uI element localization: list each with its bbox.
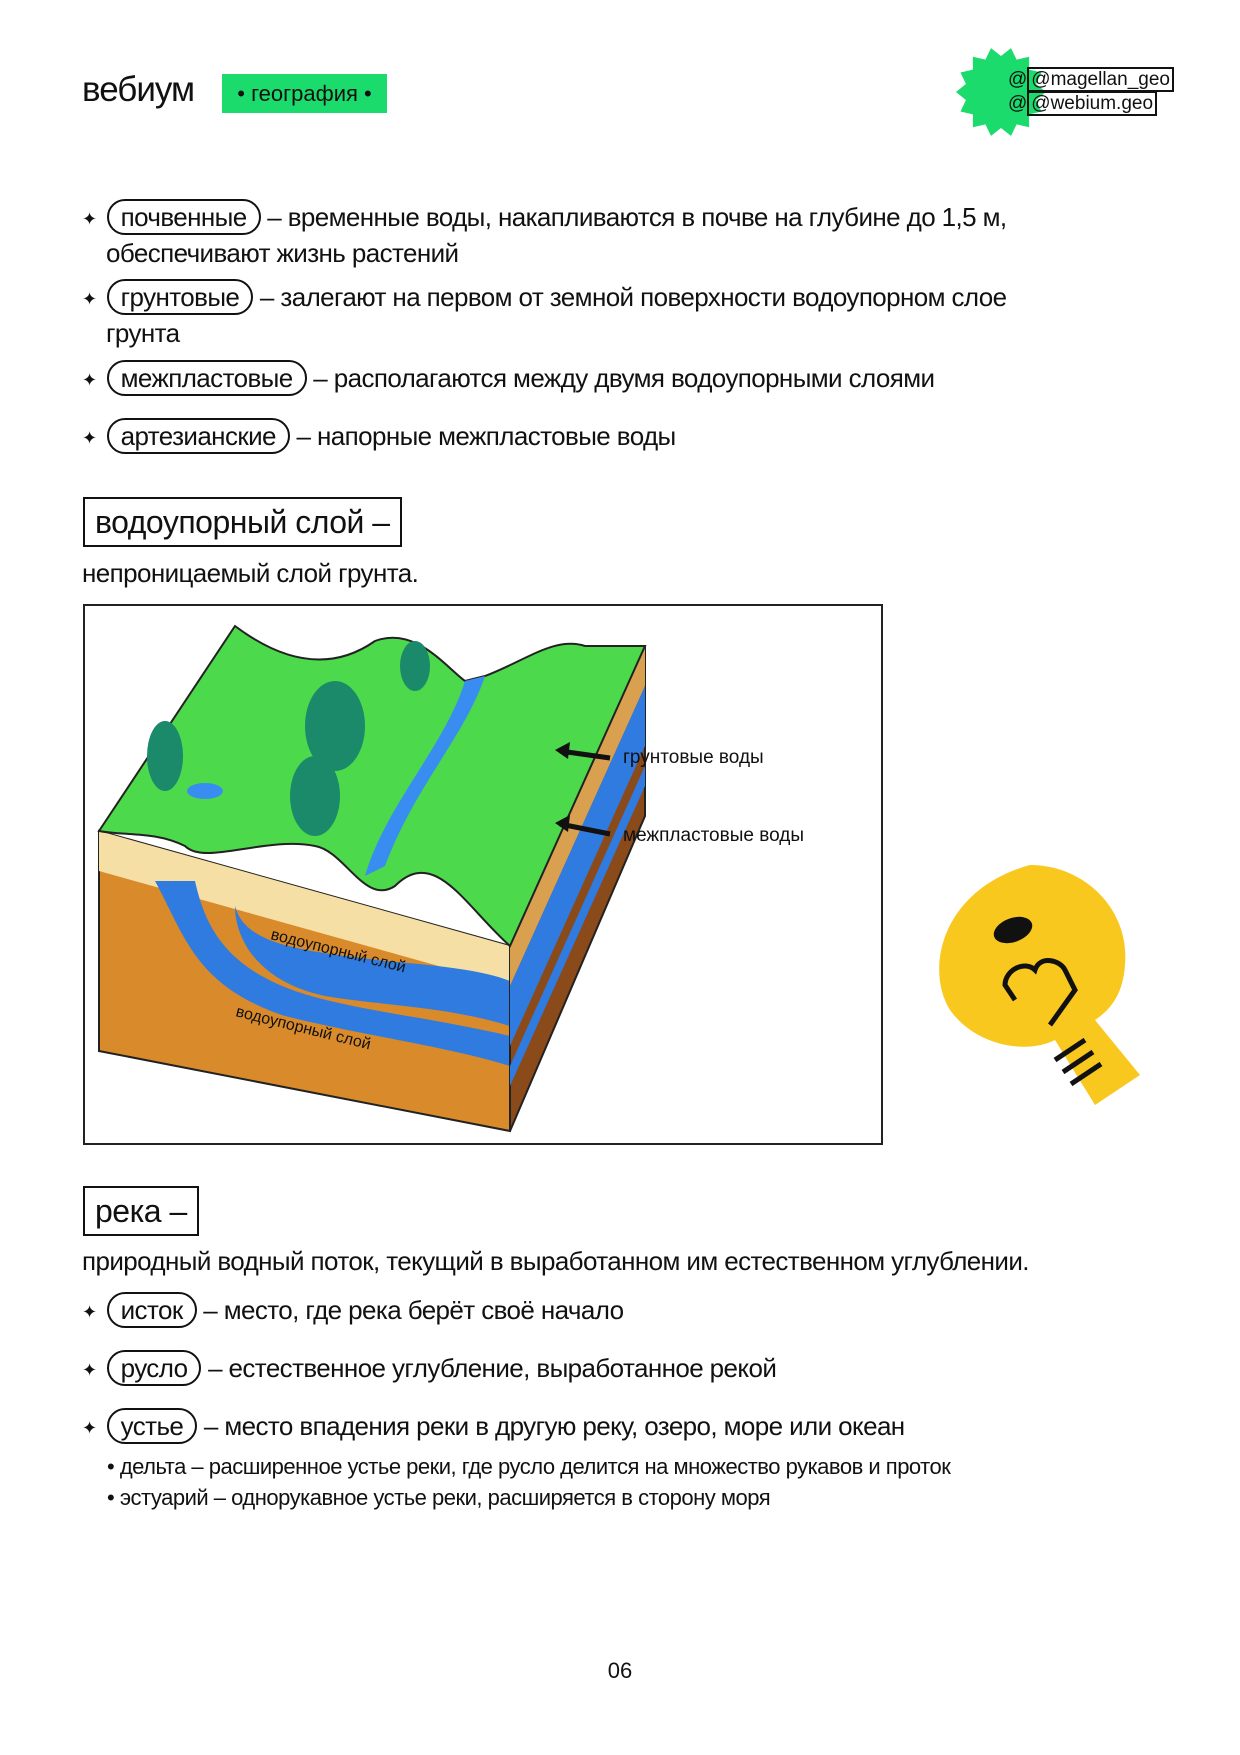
list-item: ✦ грунтовые – залегают на первом от земн… xyxy=(82,279,1162,350)
sparkle-icon: ✦ xyxy=(82,289,97,310)
aquiclude-definition: непроницаемый слой грунта. xyxy=(82,558,419,588)
interlayer-water xyxy=(155,881,510,1066)
label-interlayer-water: межпластовые воды xyxy=(623,825,804,846)
list-item: ✦ почвенные – временные воды, накапливаю… xyxy=(82,199,1162,270)
term-description-cont: грунта xyxy=(106,318,180,349)
sparkle-icon: ✦ xyxy=(82,1360,97,1381)
page-number: 06 xyxy=(607,1658,633,1683)
list-item: ✦ устье – место впадения реки в другую р… xyxy=(82,1408,1162,1445)
sparkle-icon: ✦ xyxy=(82,1302,97,1323)
term-description: – временные воды, накапливаются в почве … xyxy=(267,202,1007,232)
term-description: – располагаются между двумя водоупорными… xyxy=(313,363,935,393)
list-item: ✦ исток – место, где река берёт своё нач… xyxy=(82,1292,1162,1329)
term-pill: исток xyxy=(106,1292,197,1328)
handle-magellan[interactable]: @@magellan_geo xyxy=(1008,67,1174,92)
social-handles: @@magellan_geo @@webium.geo xyxy=(1008,67,1174,116)
sparkle-icon: ✦ xyxy=(82,370,97,391)
term-pill: грунтовые xyxy=(106,279,254,315)
sparkle-icon: ✦ xyxy=(82,209,97,230)
river-definition: природный водный поток, текущий в вырабо… xyxy=(82,1246,1029,1276)
list-item: ✦ артезианские – напорные межпластовые в… xyxy=(82,418,1162,455)
term-description-cont: обеспечивают жизнь растений xyxy=(106,238,459,269)
starburst-icon xyxy=(956,48,1046,136)
term-description: – место впадения реки в другую реку, озе… xyxy=(203,1411,905,1441)
list-item: ✦ межпластовые – располагаются между дву… xyxy=(82,360,1162,397)
webium-logo: вебиум xyxy=(82,70,195,109)
groundwater-diagram: грунтовые воды межпластовые воды водоупо… xyxy=(83,604,883,1145)
subject-tag: • география • xyxy=(222,74,387,113)
term-pill: межпластовые xyxy=(106,360,307,396)
sparkle-icon: ✦ xyxy=(82,428,97,449)
term-description: – естественное углубление, выработанное … xyxy=(208,1353,777,1383)
term-description: – напорные межпластовые воды xyxy=(296,421,677,451)
term-pill: устье xyxy=(106,1408,198,1444)
list-item: ✦ русло – естественное углубление, выраб… xyxy=(82,1350,1162,1387)
label-ground-water: грунтовые воды xyxy=(623,747,764,768)
sub-item-delta: • дельта – расширенное устье реки, где р… xyxy=(107,1454,951,1479)
section-heading-river: река – xyxy=(83,1186,199,1236)
term-pill: почвенные xyxy=(106,199,261,235)
sparkle-icon: ✦ xyxy=(82,1418,97,1439)
section-heading-aquiclude: водоупорный слой – xyxy=(83,497,402,547)
term-description: – место, где река берёт своё начало xyxy=(203,1295,624,1325)
term-description: – залегают на первом от земной поверхнос… xyxy=(259,282,1007,312)
river xyxy=(365,676,485,876)
term-pill: артезианские xyxy=(106,418,290,454)
handle-webium[interactable]: @@webium.geo xyxy=(1008,91,1174,116)
land-surface xyxy=(97,624,647,948)
ground-water xyxy=(235,906,510,1026)
term-pill: русло xyxy=(106,1350,202,1386)
lightbulb-icon xyxy=(939,865,1140,1105)
sub-item-estuary: • эстуарий – однорукавное устье реки, ра… xyxy=(107,1485,771,1510)
